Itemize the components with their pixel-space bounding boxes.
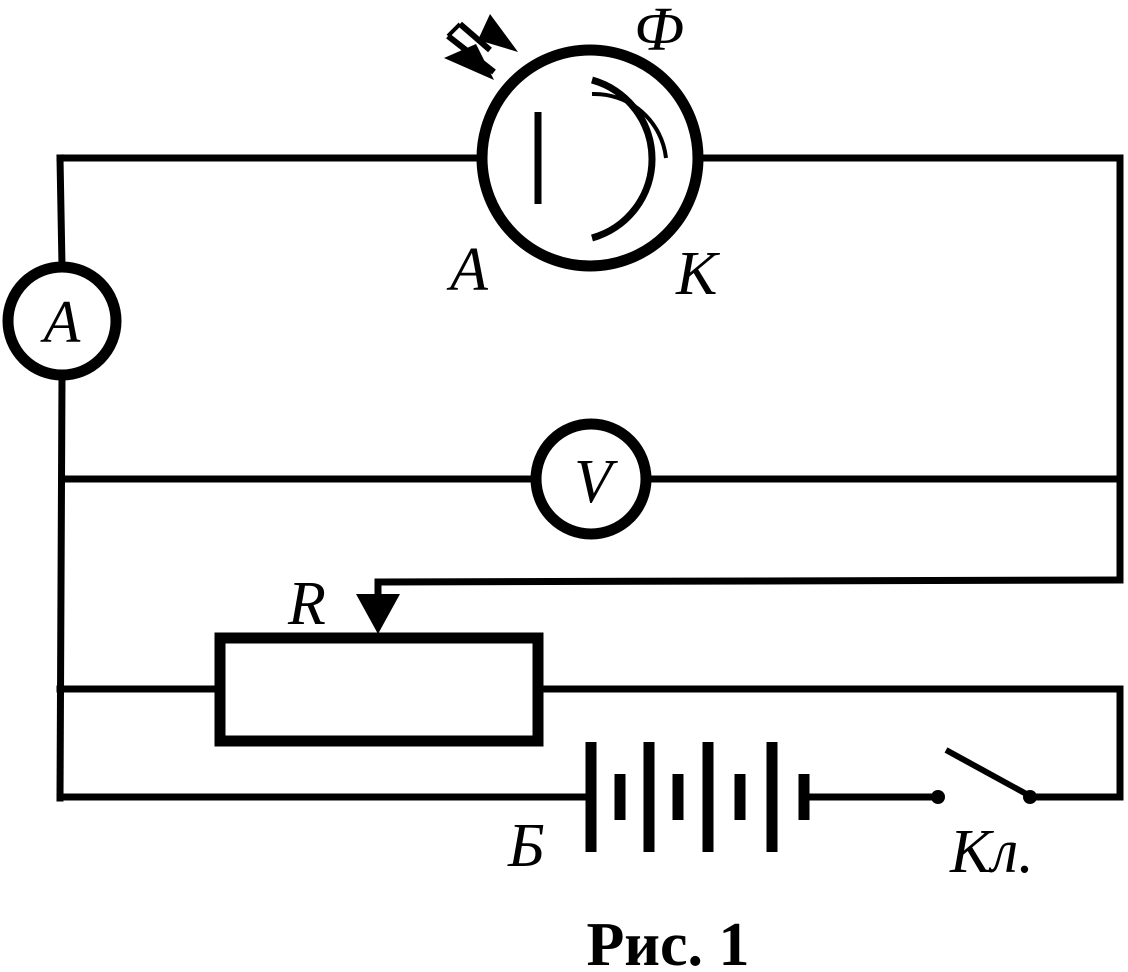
rheostat-body — [214, 632, 544, 747]
rheostat-label: R — [287, 570, 326, 638]
cathode-label: К — [675, 240, 721, 308]
wire-left-lower — [56, 372, 66, 802]
key-label: Кл. — [949, 818, 1034, 886]
key-switch: Кл. — [931, 747, 1037, 886]
slider-arrow-icon — [356, 594, 400, 634]
key-terminal-left — [931, 790, 945, 804]
ammeter-label: А — [40, 289, 81, 355]
figure-caption: Рис. 1 — [586, 911, 749, 972]
photocell: Ф А К — [444, 0, 721, 308]
wire-left-upper — [56, 154, 66, 270]
key-lever — [944, 747, 1032, 799]
rheostat: R — [214, 570, 544, 747]
wire-right-lower — [1032, 685, 1124, 801]
voltmeter: V — [530, 418, 652, 540]
anode-label: А — [446, 236, 489, 304]
photocell-label: Ф — [634, 0, 684, 64]
ammeter-circle — [2, 261, 122, 381]
ammeter: А — [2, 261, 122, 381]
wires — [56, 154, 1124, 802]
photocell-bulb — [476, 44, 704, 272]
cathode-arc-inner — [591, 91, 668, 159]
light-arrow-icon — [444, 14, 518, 80]
wire-slider — [374, 576, 1124, 602]
cathode-arc-outer — [591, 76, 656, 242]
voltmeter-label: V — [574, 448, 618, 516]
voltmeter-circle — [530, 418, 652, 540]
battery-label: Б — [507, 812, 545, 880]
battery: Б — [507, 742, 810, 880]
